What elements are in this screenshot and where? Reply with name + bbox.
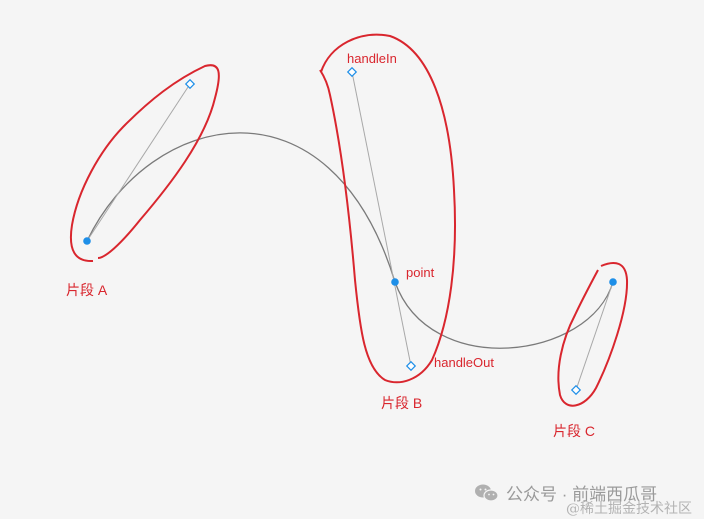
wechat-icon [474, 483, 500, 503]
annotation-loop-b [319, 33, 456, 384]
handle-line-b [351, 71, 412, 367]
watermark-account: 公众号 · 前端西瓜哥 [474, 480, 657, 505]
handle-line-c [575, 281, 614, 391]
handle-a-icon[interactable] [184, 78, 196, 90]
handle-c-icon[interactable] [570, 384, 582, 396]
annotation-loop-c [557, 262, 629, 407]
watermark-account-text: 公众号 · 前端西瓜哥 [506, 485, 658, 504]
handle-in-label: handleIn [347, 51, 397, 66]
annotation-loop-a [70, 64, 220, 263]
anchor-point-a[interactable] [83, 237, 91, 245]
segment-a-label: 片段 A [66, 282, 108, 298]
handle-in-icon[interactable] [346, 66, 358, 78]
handle-out-icon[interactable] [405, 360, 417, 372]
bezier-curve [86, 132, 614, 349]
anchor-point-c[interactable] [609, 278, 617, 286]
watermark-community: @稀土掘金技术社区 [566, 501, 692, 517]
segment-c-label: 片段 C [553, 423, 595, 439]
handle-out-label: handleOut [434, 355, 494, 370]
anchor-point-b[interactable] [391, 278, 399, 286]
handle-line-a [86, 83, 191, 242]
segment-b-label: 片段 B [381, 395, 423, 411]
point-label: point [406, 265, 435, 280]
